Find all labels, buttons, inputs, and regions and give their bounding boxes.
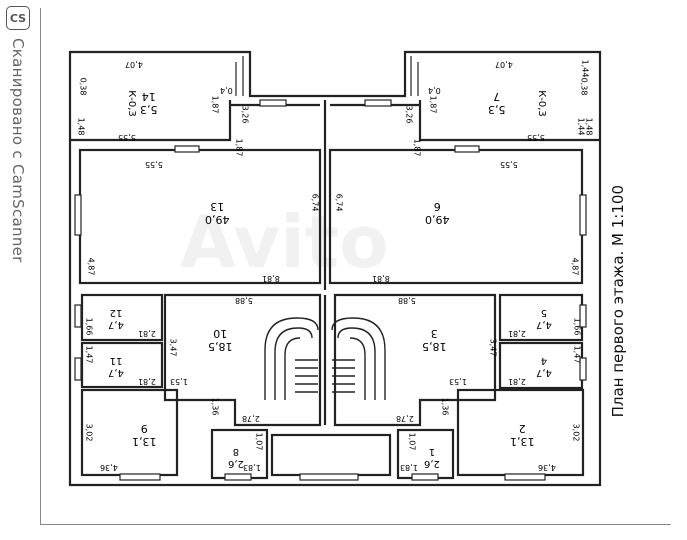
dim-label: 1,83 — [243, 463, 261, 472]
dim-label: 4,87 — [86, 257, 96, 276]
dim-label: 0,38 — [579, 77, 589, 96]
room-13-outline — [78, 148, 322, 285]
dim-label: 8,81 — [372, 274, 390, 283]
dim-label: 5,88 — [398, 296, 416, 305]
dim-label: 1,53 — [449, 377, 467, 386]
dim-label: 3,47 — [168, 338, 178, 357]
dim-label: 1,44 — [580, 59, 590, 78]
room-10-outline — [163, 293, 322, 427]
room-12-outline — [80, 293, 164, 342]
dim-label: 0,4 — [428, 86, 441, 95]
upper-small-walls — [70, 100, 600, 142]
room-note-7: К-0,3 — [535, 90, 547, 117]
dim-label: 0,38 — [78, 77, 88, 96]
dim-label: 4,07 — [125, 60, 143, 69]
dim-label: 1,87 — [234, 138, 244, 157]
dim-label: 1,66 — [572, 317, 582, 336]
dim-label: 5,55 — [500, 160, 518, 169]
outer-wall — [68, 50, 602, 487]
dim-label: 3,26 — [404, 105, 414, 124]
dim-label: 1,87 — [210, 95, 220, 114]
dim-label: 2,81 — [138, 377, 156, 386]
scanner-caption: Сканировано с CamScanner — [9, 38, 27, 263]
dim-label: 6,74 — [334, 193, 344, 212]
dim-label: 3,47 — [488, 338, 498, 357]
room-note-14: К-0,3 — [125, 90, 137, 117]
dim-label: 1,47 — [572, 345, 582, 364]
dim-label: 6,74 — [310, 193, 320, 212]
dim-label: 5,55 — [527, 133, 545, 142]
dim-label: 4,36 — [538, 463, 556, 472]
dim-label: 3,02 — [571, 423, 581, 442]
central-lower-outline — [270, 433, 392, 477]
dim-label: 1,36 — [440, 397, 450, 416]
dim-label: 1,07 — [407, 432, 417, 451]
dim-label: 1,87 — [412, 138, 422, 157]
room-3-outline — [333, 293, 497, 427]
dim-label: 2,78 — [242, 414, 260, 423]
dim-label: 0,4 — [220, 86, 233, 95]
windows — [74, 99, 587, 481]
dim-label: 1,48 — [584, 117, 594, 136]
dim-label: 1,66 — [84, 317, 94, 336]
dim-label: 2,78 — [396, 414, 414, 423]
dim-label: 5,55 — [145, 160, 163, 169]
dim-label: 5,88 — [235, 296, 253, 305]
dim-label: 4,07 — [495, 60, 513, 69]
drawing-sheet — [40, 8, 671, 525]
dim-label: 1,44 — [576, 117, 586, 136]
plan-title: План первого этажа. М 1:100 — [609, 185, 627, 418]
staircases — [264, 317, 386, 400]
dim-label: 1,36 — [210, 397, 220, 416]
dim-label: 8,81 — [262, 274, 280, 283]
dim-label: 2,81 — [508, 377, 526, 386]
watermark: Avito — [180, 200, 389, 284]
dim-label: 2,81 — [508, 329, 526, 338]
dim-label: 3,26 — [240, 105, 250, 124]
dim-label: 1,47 — [84, 345, 94, 364]
dim-label: 2,81 — [138, 329, 156, 338]
camscanner-logo: CS — [6, 6, 30, 30]
dim-label: 1,48 — [76, 117, 86, 136]
dim-label: 4,36 — [100, 463, 118, 472]
dim-label: 1,07 — [254, 432, 264, 451]
dim-label: 4,87 — [570, 257, 580, 276]
room-6-outline — [328, 148, 584, 285]
dim-label: 1,87 — [428, 95, 438, 114]
dim-label: 1,83 — [400, 463, 418, 472]
room-9-outline — [80, 388, 179, 477]
dim-label: 5,55 — [118, 133, 136, 142]
room-11-outline — [80, 341, 164, 389]
dim-label: 3,02 — [84, 423, 94, 442]
dim-label: 1,53 — [170, 377, 188, 386]
